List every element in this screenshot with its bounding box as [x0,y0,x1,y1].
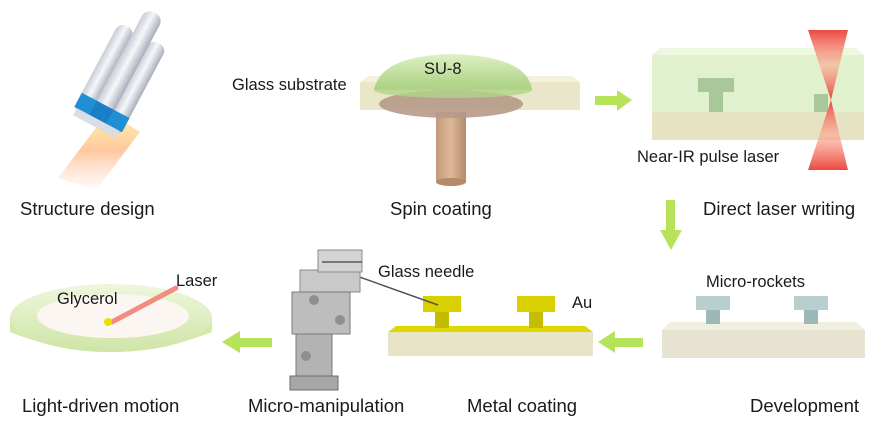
rocket-blue-band-right [106,109,130,133]
arrow-dlw-to-development [660,200,682,250]
gold-rocket-2-top [517,296,555,312]
step-label-spin-coating: Spin coating [390,198,492,219]
spin-chuck-shaft [436,112,466,182]
annotation-glass-substrate: Glass substrate [232,76,347,94]
step-label-structure-design: Structure design [20,198,155,219]
written-voxel [814,94,828,112]
process-arrows [222,90,682,353]
dev-substrate [662,330,865,358]
gold-rocket-1-stem [435,312,449,328]
written-structure-stem [709,92,723,112]
arrow-spin-to-dlw [595,90,632,111]
micro-rocket-in-glycerol [104,318,112,326]
step-label-metal-coating: Metal coating [467,395,578,416]
micro-rocket-2-stem [804,310,818,324]
glycerol-pool [37,294,189,338]
rocket-nozzles [73,108,120,138]
micromanipulator-illustration [289,249,363,391]
micro-rocket-1-top [696,296,730,310]
annotation-micro-rockets: Micro-rockets [706,273,806,291]
micro-rocket-2-top [794,296,828,310]
written-structure-top [698,78,734,92]
rocket-blue-band-core [89,100,115,125]
gold-rocket-1-top [423,296,461,312]
laser-beam-upper [808,30,848,100]
metal-coating-illustration [339,269,593,356]
metal-substrate [388,332,593,356]
rocket-core [90,11,161,125]
laser-fiber [109,285,179,325]
step-label-light-driven-motion: Light-driven motion [22,395,180,416]
step-label-micro-manipulation: Micro-manipulation [248,395,405,416]
rocket-illustration [58,11,165,190]
annotation-au: Au [572,294,593,312]
step-label-development: Development [750,395,860,416]
rocket-booster-left [75,24,133,117]
arrow-development-to-metal [598,331,643,353]
laser-writing-illustration [652,30,864,170]
gold-rocket-2-stem [529,312,543,328]
arrow-manipulation-to-motion [222,331,272,353]
annotation-glass-needle: Glass needle [378,263,475,281]
development-illustration [662,296,865,358]
step-label-direct-laser-writing: Direct laser writing [703,198,856,219]
micro-rocket-1-stem [706,310,720,324]
rocket-blue-band-left [74,92,98,116]
laser-beam-lower [808,100,848,170]
rocket-booster-right [107,41,165,133]
annotation-su8: SU-8 [424,60,462,78]
spin-coater-illustration [360,54,580,186]
annotation-near-ir-pulse-laser: Near-IR pulse laser [637,148,780,166]
su8-droplet [374,54,532,90]
annotation-glycerol: Glycerol [57,290,118,308]
annotation-laser: Laser [176,272,218,290]
petri-dish-illustration [10,284,212,352]
